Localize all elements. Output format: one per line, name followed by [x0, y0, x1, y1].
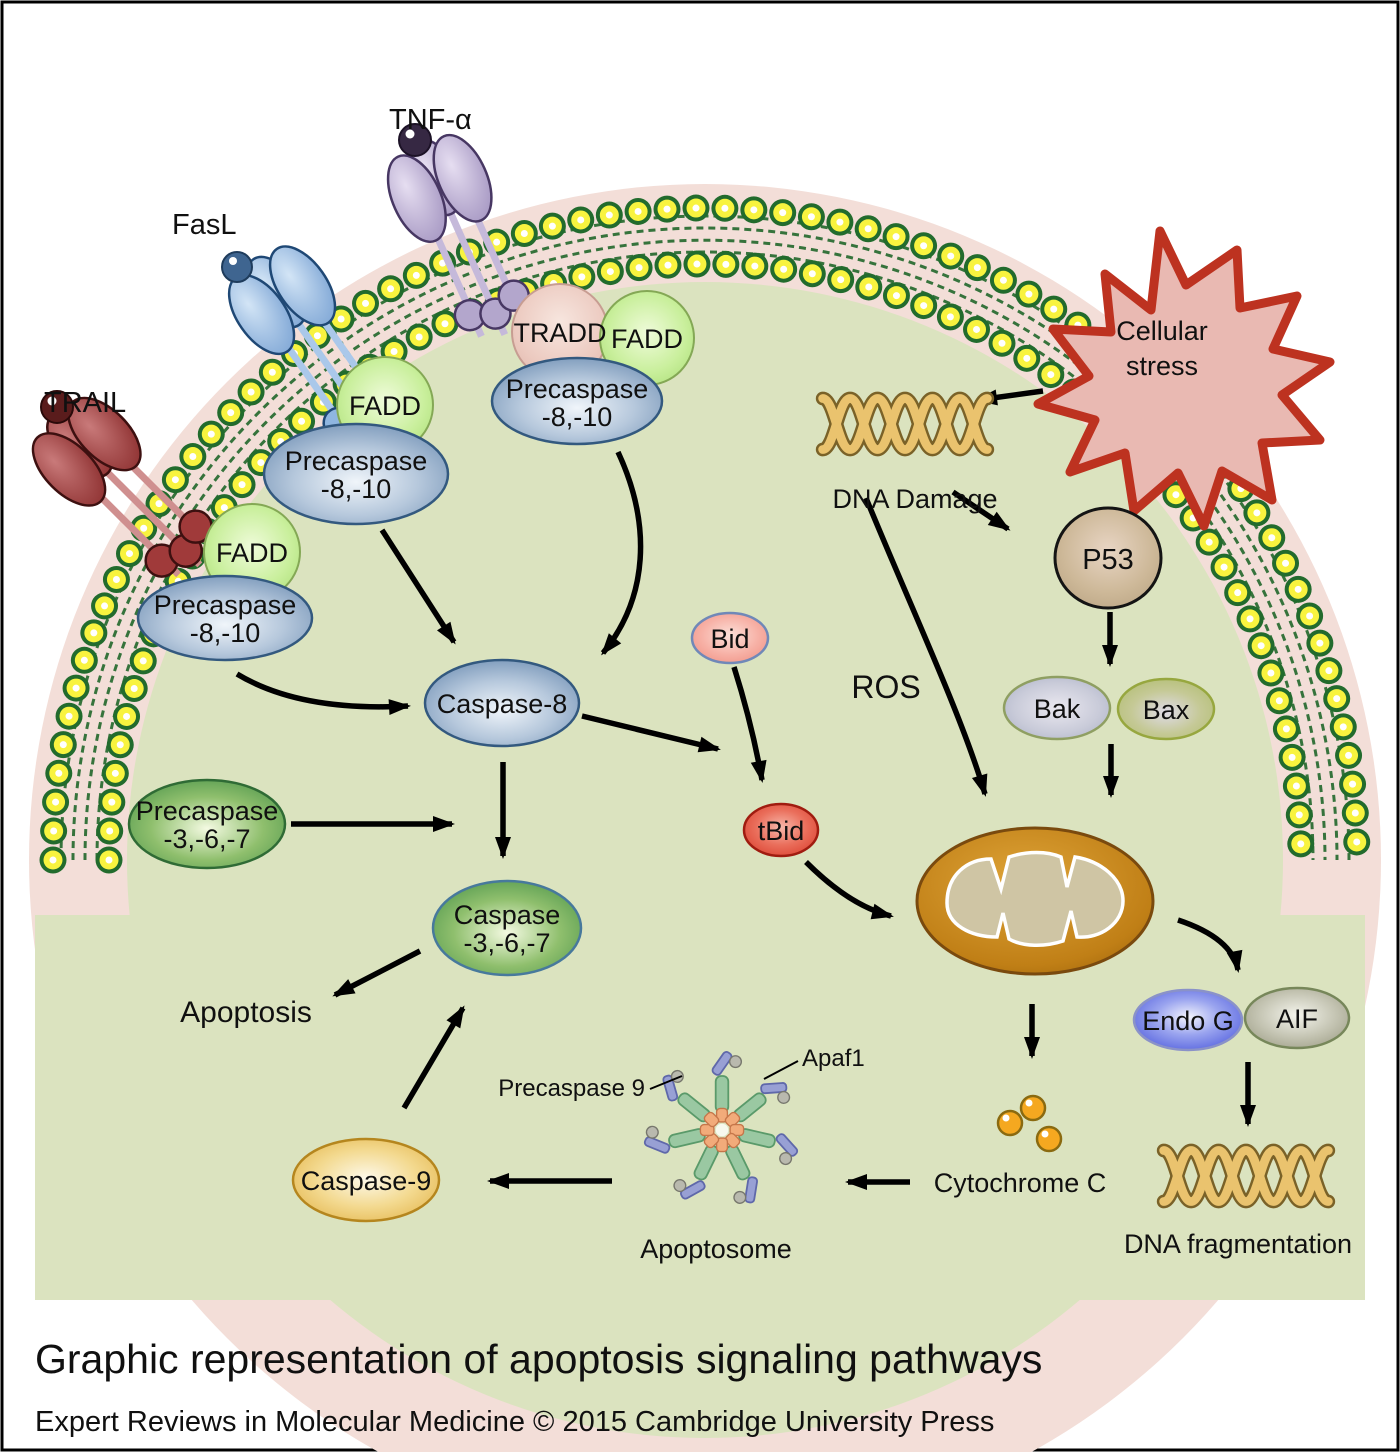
- apoptosome-arms: [643, 1051, 799, 1204]
- caspase367-node: [431, 879, 583, 977]
- arrow-precaspase810-trail-to-caspase8: [235, 671, 411, 716]
- precaspase810-trail-line2: -8,-10: [190, 618, 261, 648]
- tbid-label: tBid: [758, 816, 805, 846]
- aif-node: [1243, 986, 1351, 1050]
- dna-fragmentation-label: DNA fragmentation: [1124, 1229, 1352, 1259]
- tradd-label: TRADD: [514, 318, 607, 348]
- trail-ligand-highlight: [47, 396, 57, 406]
- cellular-stress-line1: Cellular: [1116, 316, 1208, 346]
- endog-group: Endo G: [1132, 988, 1244, 1052]
- caspase8-group: Caspase-8: [423, 658, 581, 748]
- bid-label: Bid: [710, 624, 749, 654]
- endog-label: Endo G: [1142, 1006, 1234, 1036]
- precaspase810-trail-line1: Precaspase: [154, 590, 297, 620]
- fadd-label-fasl: FADD: [349, 391, 421, 421]
- caspase9-node: [291, 1137, 441, 1223]
- bak-group: Bak: [1002, 675, 1112, 741]
- precaspase367-node: [127, 778, 287, 870]
- bax-label: Bax: [1143, 695, 1190, 725]
- bax-node: [1116, 677, 1216, 741]
- arrow-precaspase810-tnf-to-caspase8: [600, 450, 644, 656]
- apaf1-label: Apaf1: [802, 1045, 865, 1072]
- cellular-stress-star: Cellular stress: [1033, 226, 1335, 531]
- apoptosome-label: Apoptosome: [640, 1234, 792, 1264]
- apoptosome-core-ring: [699, 1107, 745, 1153]
- trail-receptor: [31, 396, 213, 578]
- trail-label: TRAIL: [44, 387, 126, 419]
- fasl-label: FasL: [172, 209, 236, 241]
- bak-label: Bak: [1034, 694, 1081, 724]
- trail-complex: FADD Precaspase -8,-10: [136, 503, 314, 662]
- tnf-complex: TRADD FADD Precaspase -8,-10: [490, 283, 695, 446]
- bax-group: Bax: [1116, 677, 1216, 741]
- arrow-dnadamage-to-p53: [951, 489, 1011, 532]
- mitochondrion-cristae: [945, 850, 1125, 947]
- cytochrome-c-dots: [996, 1094, 1063, 1153]
- arrow-mito-to-endog-aif: [1177, 917, 1243, 973]
- fasl-ligand-highlight: [229, 257, 237, 265]
- arrow-caspase8-to-tbid: [581, 713, 721, 753]
- ros-label: ROS: [851, 669, 920, 705]
- mitochondrion: [915, 826, 1155, 976]
- bak-node: [1002, 675, 1112, 741]
- fasl-ligand-ball: [221, 251, 253, 283]
- aif-group: AIF: [1243, 986, 1351, 1050]
- caspase9-label: Caspase-9: [301, 1166, 432, 1196]
- apaf1-leader-line: [763, 1060, 799, 1080]
- bid-group: Bid: [690, 611, 770, 665]
- caspase8-label: Caspase-8: [437, 689, 568, 719]
- tbid-group: tBid: [742, 802, 820, 858]
- arrow-caspase9-to-caspase367: [401, 1005, 466, 1110]
- precaspase810-node-trail: [136, 574, 314, 662]
- precaspase810-node-tnf: [490, 356, 664, 446]
- figure-title: Graphic representation of apoptosis sign…: [35, 1336, 1042, 1382]
- bid-node: [690, 611, 770, 665]
- fadd-label-tnf: FADD: [611, 324, 683, 354]
- caspase367-line2: -3,-6,-7: [463, 928, 550, 958]
- precaspase367-line1: Precaspase: [136, 796, 279, 826]
- caspase8-node: [423, 658, 581, 748]
- precaspase367-group: Precaspase -3,-6,-7: [127, 778, 287, 870]
- apoptosome-icon: [643, 1051, 799, 1204]
- arrow-tbid-to-mito: [804, 860, 894, 920]
- arrow-dnadamage-ros-to-mito: [863, 496, 988, 797]
- p53-group: P53: [1053, 506, 1163, 610]
- arrow-bid-to-tbid: [731, 666, 767, 783]
- precaspase810-node-fasl: [262, 422, 450, 526]
- apoptosis-label: Apoptosis: [180, 996, 312, 1029]
- p53-node: [1053, 506, 1163, 610]
- fadd-label-trail: FADD: [216, 538, 288, 568]
- caspase367-group: Caspase -3,-6,-7: [431, 879, 583, 977]
- p53-label: P53: [1082, 544, 1134, 576]
- arrow-precaspase810-fasl-to-caspase8: [379, 528, 457, 645]
- tnf-receptor: [386, 133, 530, 338]
- pathway-arrows: [235, 388, 1256, 1190]
- precaspase810-tnf-line2: -8,-10: [542, 402, 613, 432]
- precaspase810-fasl-line1: Precaspase: [285, 446, 428, 476]
- arrow-caspase367-to-apoptosis: [332, 948, 422, 998]
- precaspase810-fasl-line2: -8,-10: [321, 474, 392, 504]
- endog-node: [1132, 988, 1244, 1052]
- fasl-complex: FADD Precaspase -8,-10: [262, 356, 450, 526]
- precaspase9-label: Precaspase 9: [498, 1075, 645, 1102]
- precaspase810-tnf-line1: Precaspase: [506, 374, 649, 404]
- figure-credit: Expert Reviews in Molecular Medicine © 2…: [35, 1406, 994, 1438]
- precaspase9-leader-line: [649, 1075, 683, 1090]
- cytochrome-c-label: Cytochrome C: [934, 1168, 1107, 1198]
- caspase9-group: Caspase-9: [291, 1137, 441, 1223]
- tbid-node: [742, 802, 820, 858]
- cellular-stress-line2: stress: [1126, 351, 1198, 381]
- membrane-inner-dot-row: [95, 250, 1315, 874]
- aif-label: AIF: [1276, 1004, 1318, 1034]
- dna-damage-label: DNA Damage: [832, 484, 997, 514]
- caspase367-line1: Caspase: [454, 900, 561, 930]
- tnf-label: TNF-α: [389, 104, 472, 136]
- tnf-ligand-highlight: [405, 129, 415, 139]
- membrane-outer-dot-row: [39, 194, 1371, 874]
- precaspase367-line2: -3,-6,-7: [163, 824, 250, 854]
